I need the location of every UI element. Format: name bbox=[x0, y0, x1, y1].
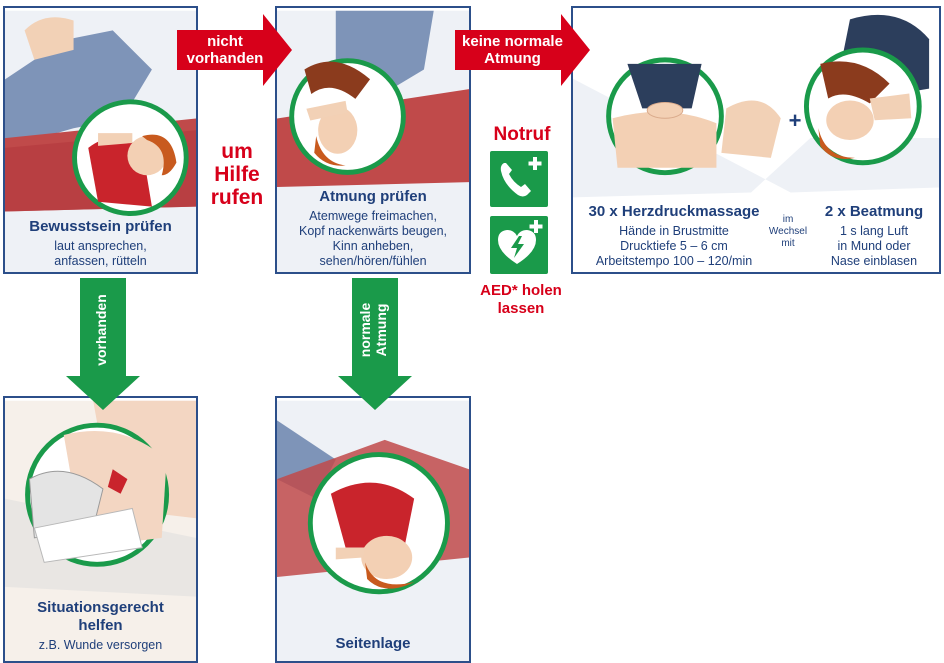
panel-recovery-position: Seitenlage bbox=[275, 396, 471, 663]
arrow-label-no-normal-breathing: keine normale Atmung bbox=[462, 33, 563, 67]
panel-title: Atmung prüfen bbox=[319, 188, 427, 205]
ventilation-title: 2 x Beatmung bbox=[824, 203, 924, 220]
wound-care-illustration bbox=[5, 400, 196, 661]
panel-title: Seitenlage bbox=[335, 635, 411, 652]
alternate-label: im Wechsel mit bbox=[768, 214, 808, 249]
aed-heart-icon bbox=[490, 216, 548, 274]
panel-description: Atemwege freimachen, Kopf nackenwärts be… bbox=[298, 209, 448, 268]
arrow-label-present: vorhanden bbox=[93, 294, 109, 366]
arrow-label-normal-breathing: normale Atmung bbox=[357, 302, 389, 358]
call-help-label: um Hilfe rufen bbox=[210, 140, 264, 209]
arrow-normal-breathing bbox=[338, 278, 412, 410]
emergency-call-label: Notruf bbox=[493, 124, 551, 145]
panel-title: Bewusstsein prüfen bbox=[29, 218, 172, 235]
panel-cpr: + 30 x Herzdruckmassage Hände in Brustmi… bbox=[571, 6, 941, 274]
panel-description: laut ansprechen, anfassen, rütteln bbox=[54, 239, 147, 268]
arrow-present bbox=[66, 278, 140, 410]
aed-label: AED* holen lassen bbox=[480, 282, 562, 317]
breathing-illustration bbox=[277, 10, 469, 272]
panel-description: z.B. Wunde versorgen bbox=[38, 638, 163, 652]
emergency-phone-icon bbox=[490, 151, 548, 207]
arrow-not-present bbox=[177, 14, 292, 86]
cpr-illustration bbox=[573, 9, 939, 272]
arrow-no-normal-breathing bbox=[455, 14, 590, 86]
panel-consciousness-check: Bewusstsein prüfen laut ansprechen, anfa… bbox=[3, 6, 198, 274]
panel-breathing-check: Atmung prüfen Atemwege freimachen, Kopf … bbox=[275, 6, 471, 274]
massage-title: 30 x Herzdruckmassage bbox=[588, 203, 760, 220]
plus-sign: + bbox=[788, 108, 802, 133]
arrow-label-not-present: nicht vorhanden bbox=[186, 33, 264, 67]
panel-situation-help: Situationsgerecht helfen z.B. Wunde vers… bbox=[3, 396, 198, 663]
ventilation-description: 1 s lang Luft in Mund oder Nase einblase… bbox=[830, 224, 918, 268]
consciousness-illustration bbox=[5, 10, 196, 272]
panel-title: Situationsgerecht helfen bbox=[37, 599, 164, 634]
recovery-position-illustration bbox=[277, 400, 469, 661]
massage-description: Hände in Brustmitte Drucktiefe 5 – 6 cm … bbox=[595, 224, 753, 268]
